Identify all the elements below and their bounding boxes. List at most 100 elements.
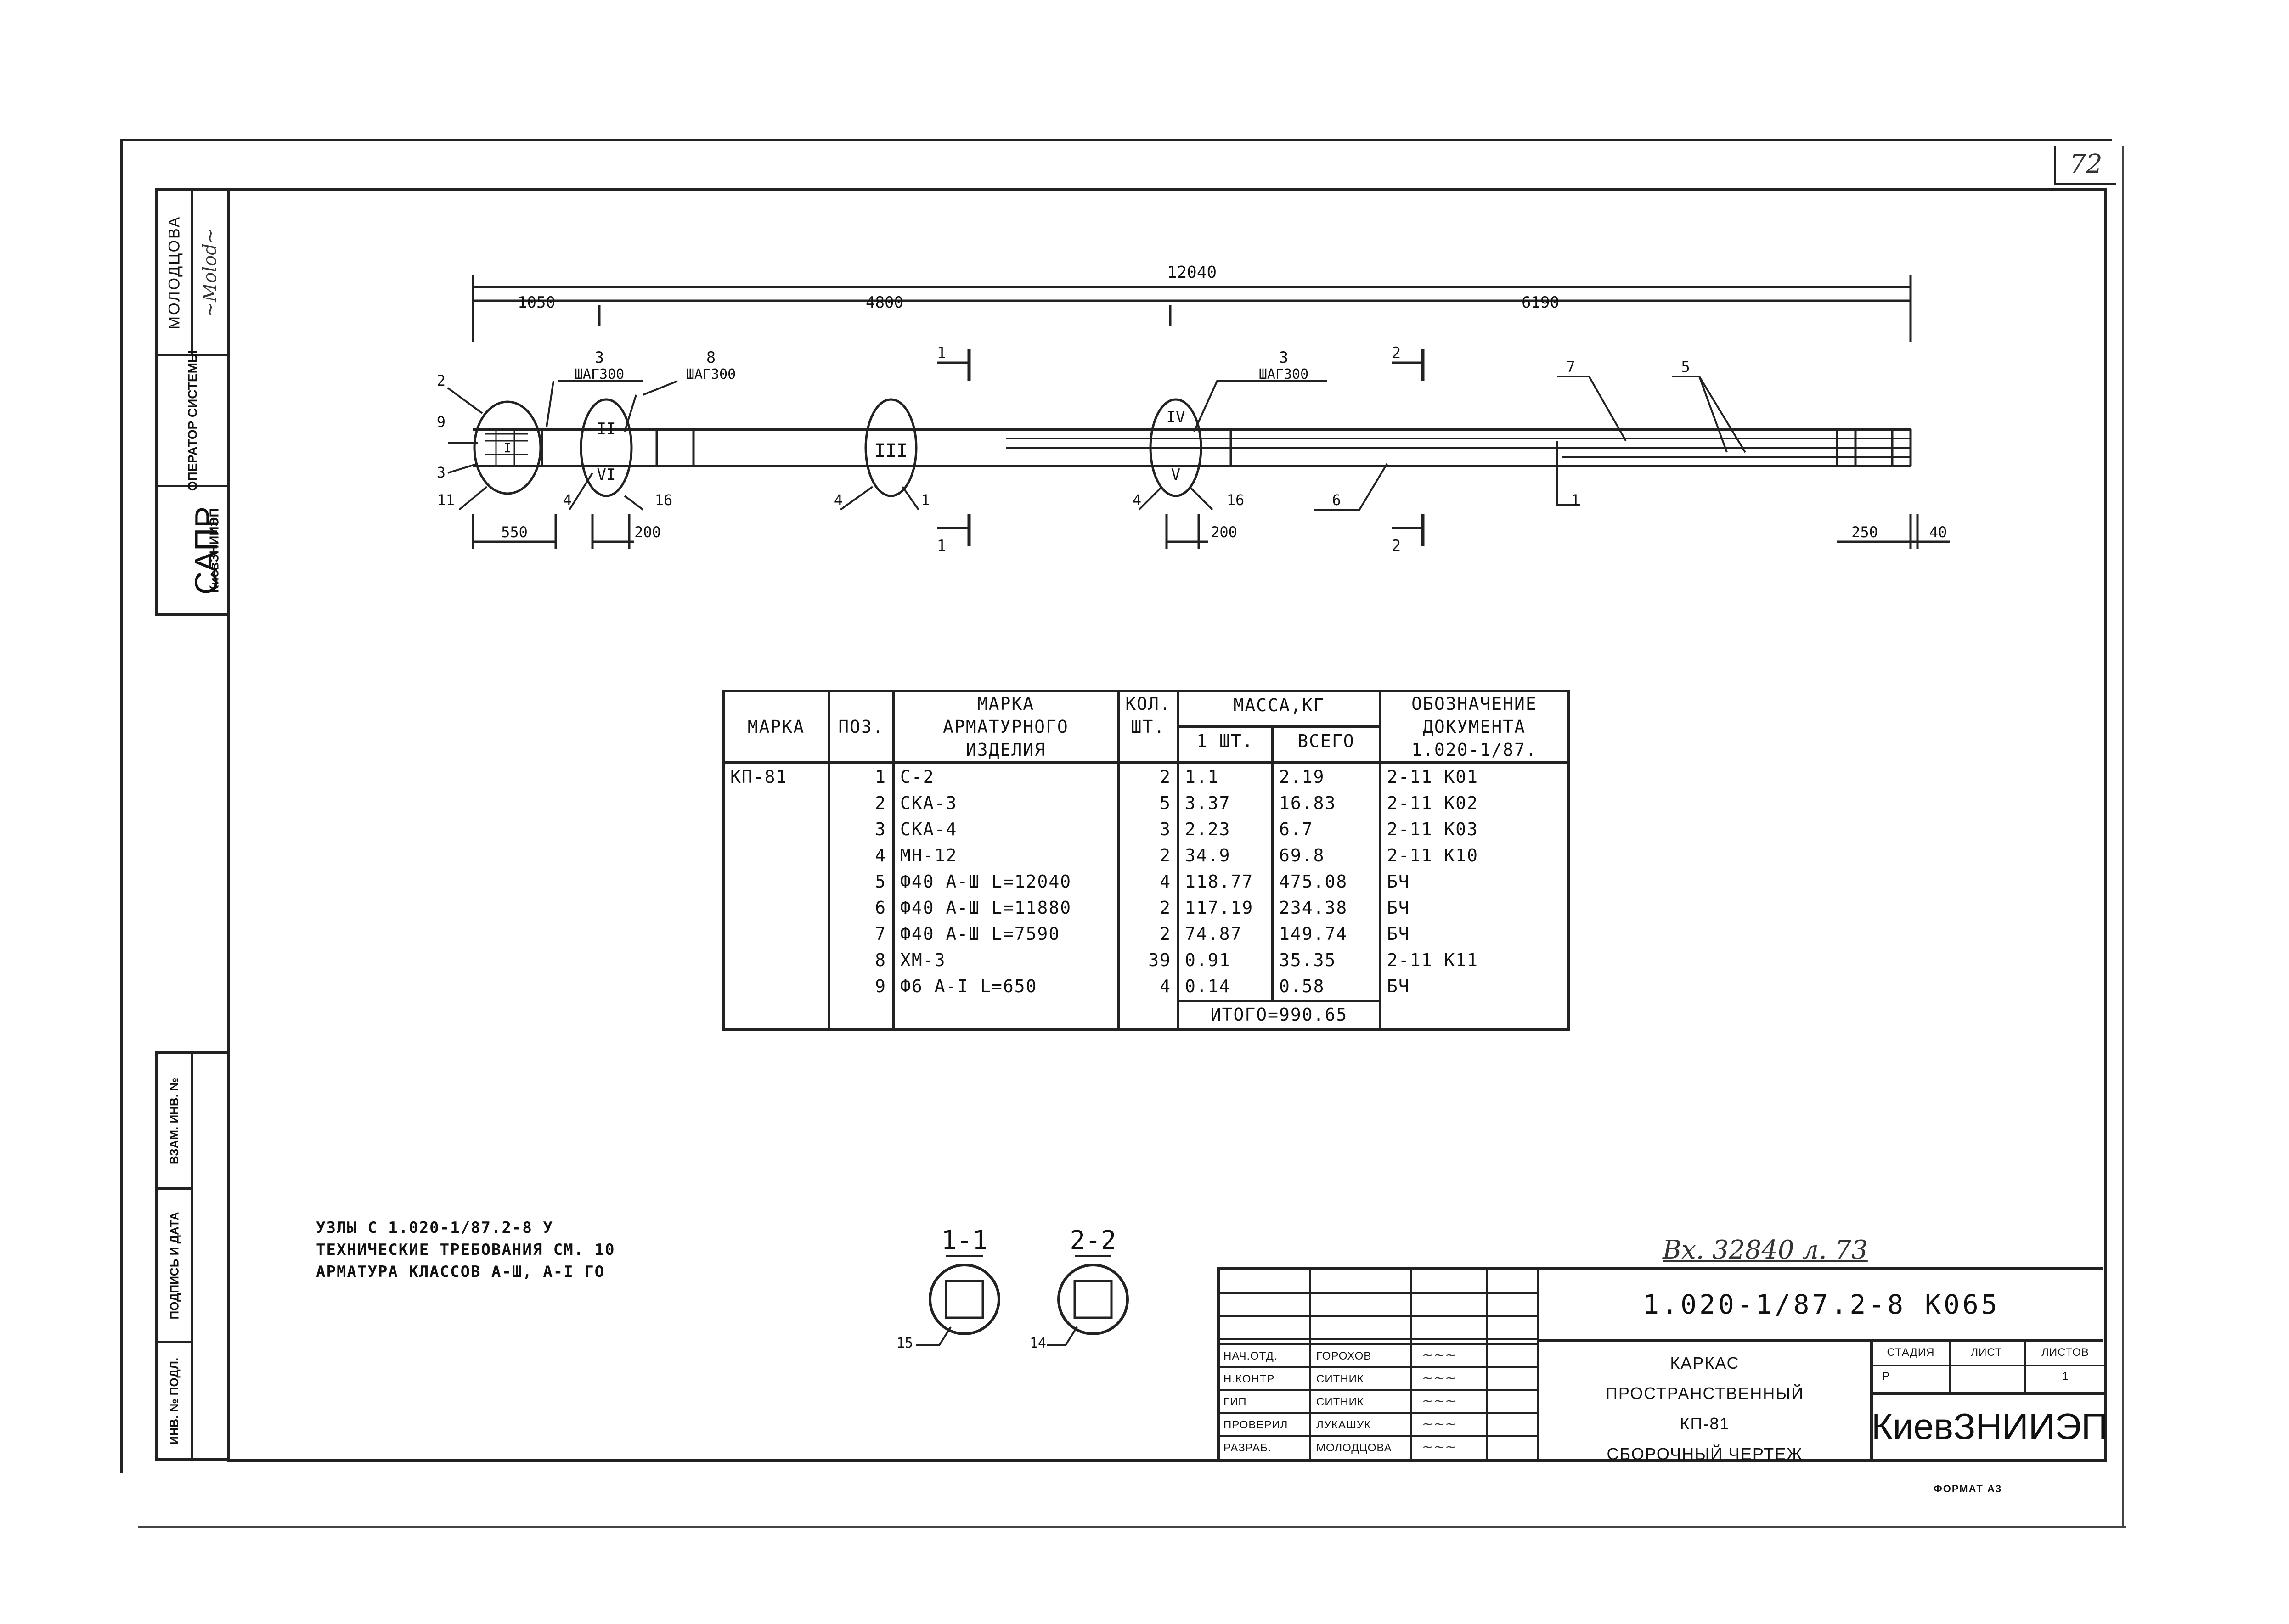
col-header-qty: КОЛ. ШТ.: [1117, 690, 1179, 764]
org-block: КиевЗНИИЭП: [1870, 1392, 2108, 1461]
pos-5-label: 5: [1681, 358, 1690, 376]
total-row-empty-cell: [722, 1000, 830, 1031]
total-row-doc-cell: [1379, 1000, 1570, 1031]
signer-signature: ~~~: [1422, 1393, 1457, 1409]
pos-11-label: 11: [437, 491, 455, 509]
stamp-sign-date-cell: ПОДПИСЬ И ДАТА: [158, 1190, 193, 1343]
mark-cell: КП-81: [722, 763, 830, 790]
qty-cell: 39: [1117, 947, 1179, 973]
pos-3-label: 3: [437, 464, 445, 481]
stamp-sign-date-label: ПОДПИСЬ И ДАТА: [167, 1211, 181, 1320]
signer-role: ГИП: [1223, 1396, 1247, 1408]
mass-total-cell: 16.83: [1271, 790, 1381, 816]
stamp-person-cell: МОЛОДЦОВА: [158, 191, 193, 356]
node-VI-label: VI: [597, 466, 616, 484]
pos-16a-label: 16: [655, 491, 673, 509]
pos-4c-label: 4: [1133, 491, 1141, 509]
signer-row: НАЧ.ОТД. ГОРОХОВ ~~~: [1220, 1343, 1537, 1368]
mass-total-cell: 475.08: [1271, 869, 1381, 895]
section-1-pos: 15: [896, 1335, 913, 1351]
signer-signature: ~~~: [1422, 1347, 1457, 1363]
callout-8: 8: [706, 348, 716, 367]
signer-row: ГИП СИТНИК ~~~: [1220, 1389, 1537, 1414]
mass-unit-cell: 118.77: [1177, 869, 1274, 895]
mass-unit-cell: 1.1: [1177, 763, 1274, 790]
pos-cell: 3: [828, 816, 895, 843]
doc-cell: 2-11 К02: [1379, 790, 1570, 816]
qty-cell: 2: [1117, 921, 1179, 947]
section-2-bottom-label: 2: [1392, 537, 1401, 555]
dim-total-text: 12040: [1167, 263, 1217, 282]
signer-role: ПРОВЕРИЛ: [1223, 1419, 1288, 1431]
col-header-item-l3: ИЗДЕЛИЯ: [965, 740, 1046, 760]
col-header-item-l2: АРМАТУРНОГО: [943, 717, 1069, 737]
title-line-3: КП-81: [1680, 1414, 1730, 1433]
col-header-doc-l1: ОБОЗНАЧЕНИЕ: [1411, 694, 1537, 714]
doc-cell: БЧ: [1379, 869, 1570, 895]
mass-unit-cell: 3.37: [1177, 790, 1274, 816]
side-stamp-bottom: ВЗАМ. ИНВ. № ПОДПИСЬ И ДАТА ИНВ. № ПОДЛ.: [155, 1051, 227, 1461]
doc-code: 1.020-1/87.2-8 К065: [1643, 1289, 2000, 1320]
node-I-label: I: [504, 440, 512, 455]
node-oval-mid: [864, 398, 918, 497]
mass-total-cell: 69.8: [1271, 843, 1381, 869]
step-label-3: ШАГ300: [1259, 366, 1308, 382]
drawing-notes: УЗЛЫ С 1.020-1/87.2-8 У ТЕХНИЧЕСКИЕ ТРЕБ…: [316, 1217, 615, 1283]
dim-4800-text: 4800: [866, 293, 903, 312]
callout-3b: 3: [1279, 348, 1288, 367]
qty-cell: 5: [1117, 790, 1179, 816]
sheet-number: 72: [2054, 146, 2116, 185]
mass-unit-cell: 0.91: [1177, 947, 1274, 973]
qty-cell: 3: [1117, 816, 1179, 843]
signer-name: ГОРОХОВ: [1316, 1350, 1372, 1362]
pos-cell: 6: [828, 895, 895, 921]
pos-1a-label: 1: [921, 491, 930, 509]
section-1-1-title: 1-1: [941, 1225, 987, 1255]
inventory-note: Вх. 32840 л. 73: [1663, 1235, 1868, 1265]
qty-cell: 2: [1117, 763, 1179, 790]
section-2-top-label: 2: [1392, 344, 1401, 362]
pos-9-label: 9: [437, 413, 445, 431]
format-label: ФОРМАТ А3: [1934, 1483, 2002, 1495]
stage-label: СТАДИЯ: [1887, 1346, 1935, 1359]
col-header-pos: ПОЗ.: [828, 690, 895, 764]
doc-cell: 2-11 К10: [1379, 843, 1570, 869]
step-label-2: ШАГ300: [686, 366, 736, 382]
node-III-label: III: [874, 440, 908, 461]
stage-sheet-block: СТАДИЯ ЛИСТ ЛИСТОВ Р 1: [1870, 1342, 2106, 1395]
revision-grid: [1220, 1270, 1539, 1461]
mark-cell: [722, 790, 830, 816]
pos-16b-label: 16: [1227, 491, 1245, 509]
sheets-label: ЛИСТОВ: [2041, 1346, 2089, 1359]
signer-name: СИТНИК: [1316, 1396, 1364, 1408]
pos-cell: 2: [828, 790, 895, 816]
dim-40-text: 40: [1929, 523, 1947, 541]
section-1-bottom-label: 1: [937, 537, 946, 555]
mark-cell: [722, 947, 830, 973]
outer-frame: [120, 139, 2112, 1473]
col-header-mass-total: ВСЕГО: [1271, 725, 1381, 764]
doc-cell: БЧ: [1379, 921, 1570, 947]
section-2-pos: 14: [1030, 1335, 1046, 1351]
signer-signature: ~~~: [1422, 1370, 1457, 1386]
mark-cell: [722, 895, 830, 921]
col-header-doc-l3: 1.020-1/87.: [1411, 740, 1537, 760]
mass-unit-cell: 0.14: [1177, 973, 1274, 1001]
mass-total-cell: 149.74: [1271, 921, 1381, 947]
stamp-operator-cell: ОПЕРАТОР СИСТЕМЫ: [158, 350, 227, 491]
section-1-top-label: 1: [937, 344, 946, 362]
signer-signature: ~~~: [1422, 1416, 1457, 1432]
col-header-item-l1: МАРКА: [977, 694, 1035, 714]
bottom-trim-line: [138, 1526, 2126, 1528]
col-header-doc: ОБОЗНАЧЕНИЕ ДОКУМЕНТА 1.020-1/87.: [1379, 690, 1570, 764]
mark-cell: [722, 973, 830, 1001]
signer-role: НАЧ.ОТД.: [1223, 1350, 1278, 1362]
doc-cell: 2-11 К01: [1379, 763, 1570, 790]
note-line-1: УЗЛЫ С 1.020-1/87.2-8 У: [316, 1219, 553, 1237]
